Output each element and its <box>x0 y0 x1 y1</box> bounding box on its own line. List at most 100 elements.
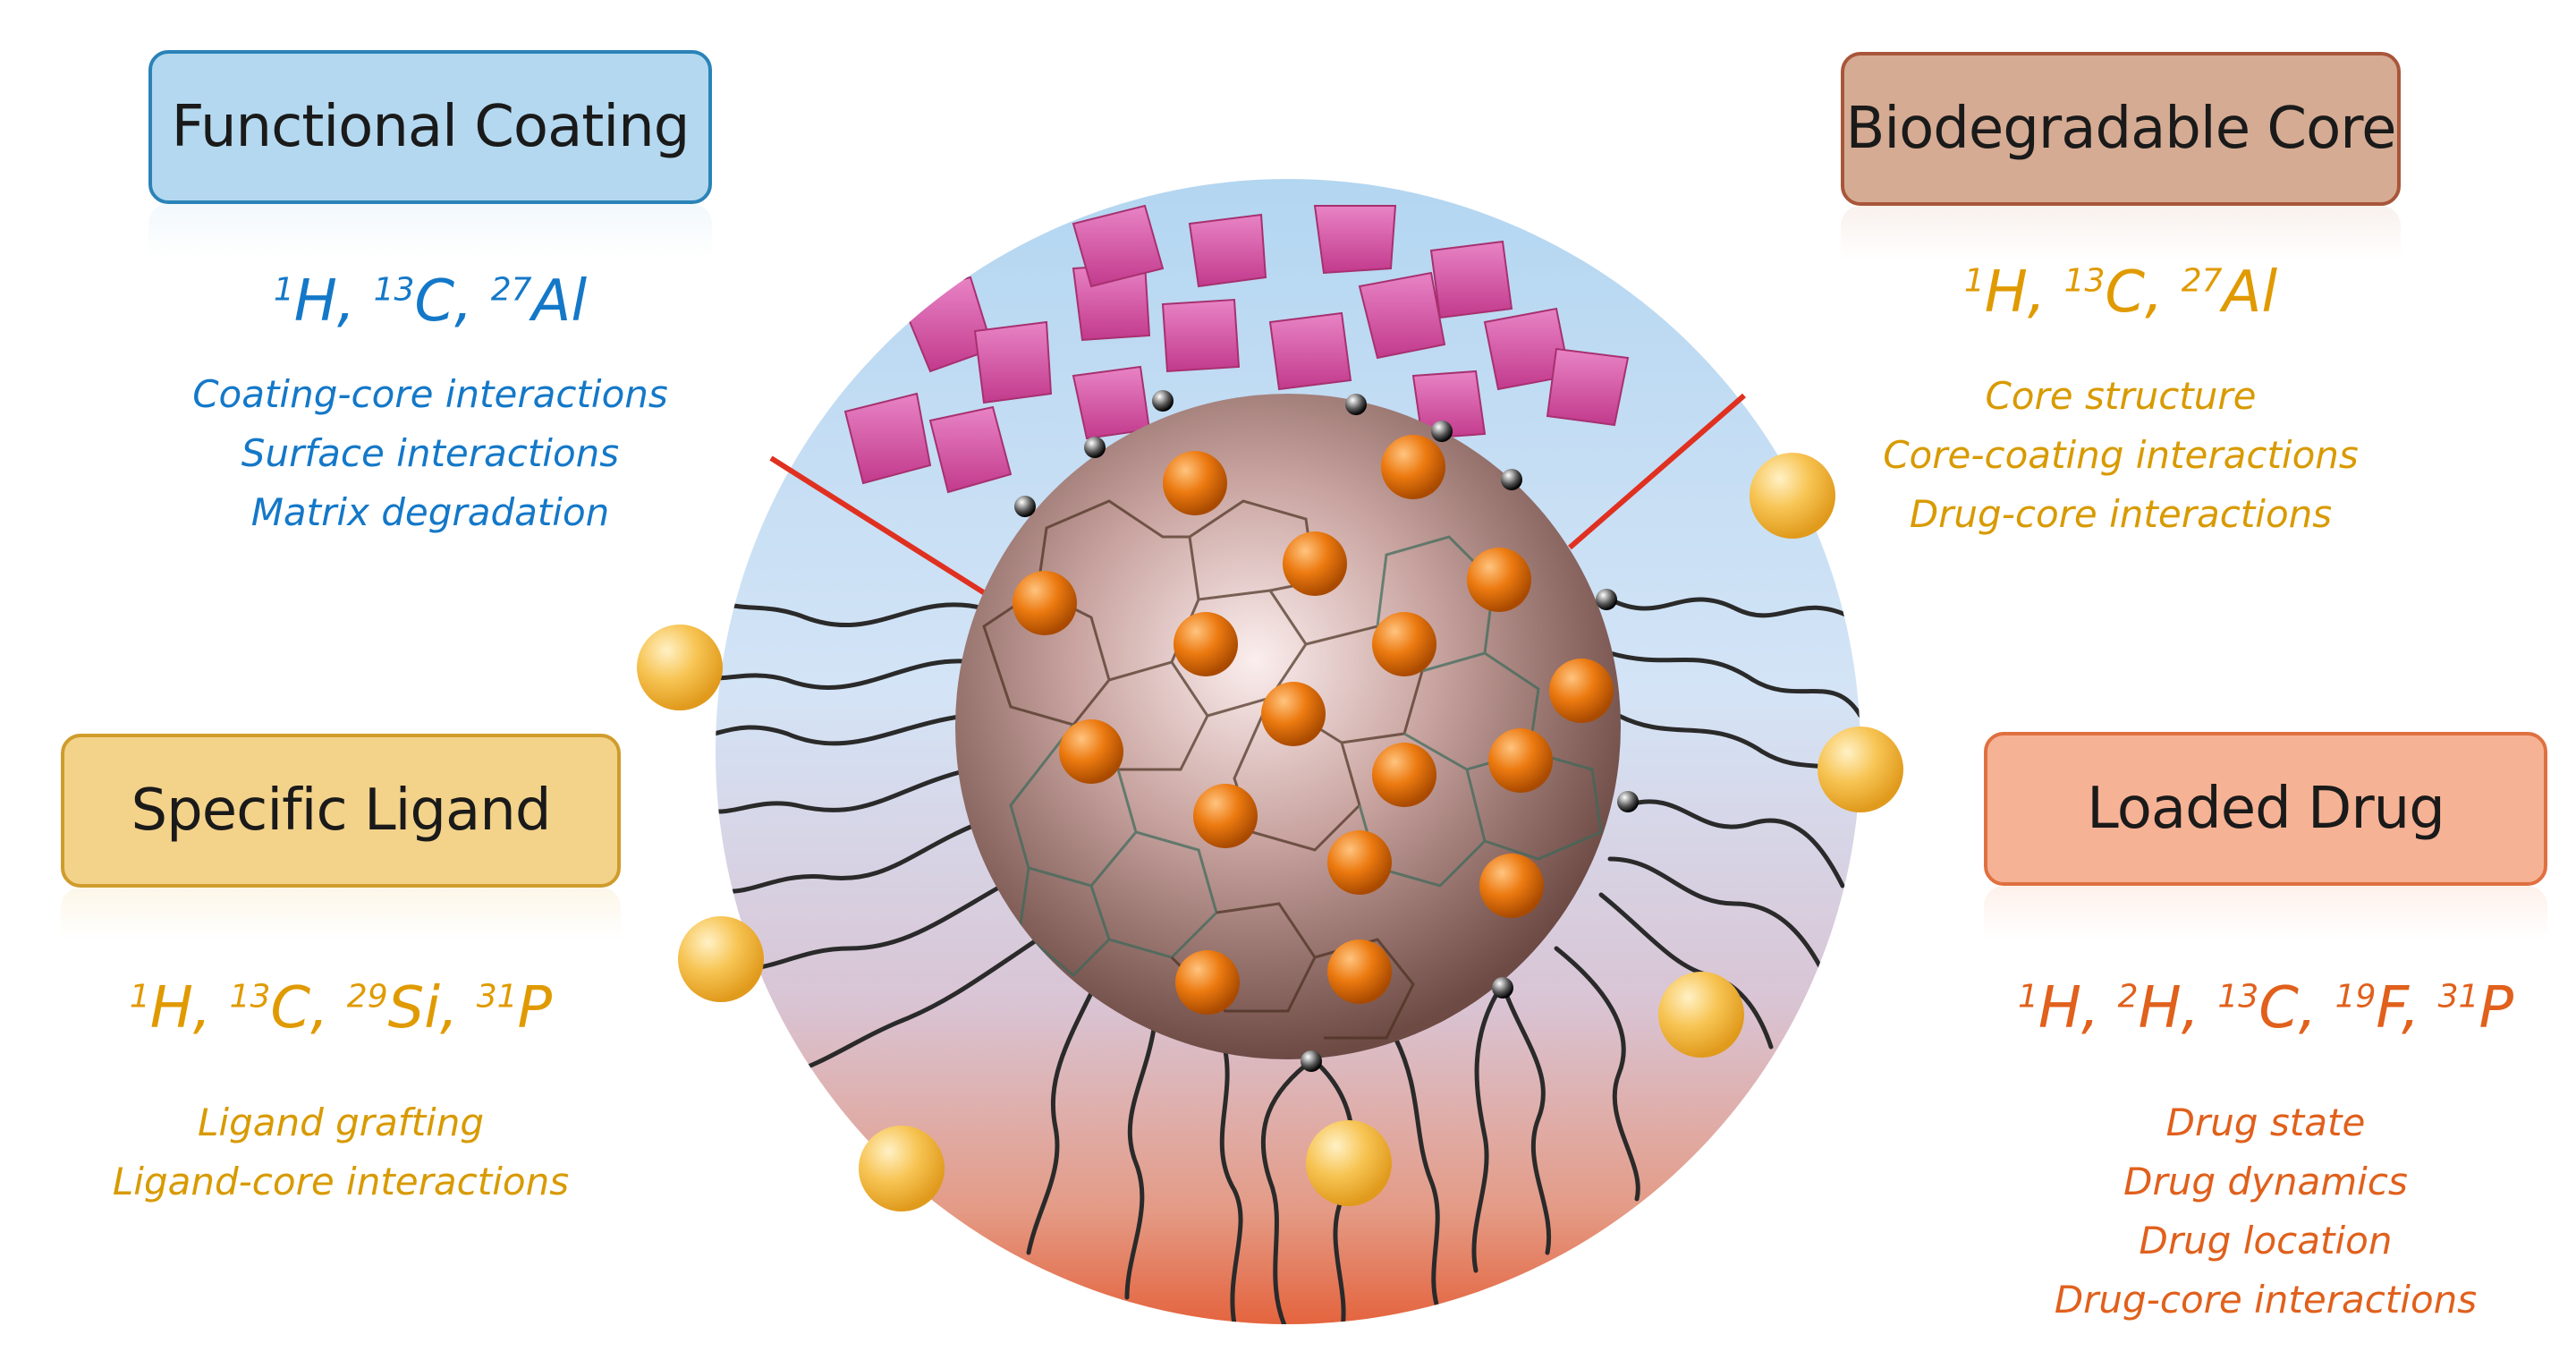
nucleus-element: H <box>2038 975 2081 1041</box>
biodegradable-core-item: Core-coating interactions <box>1883 433 2359 477</box>
drug-sphere <box>1381 435 1445 499</box>
loaded-drug-item: Drug dynamics <box>2123 1160 2408 1203</box>
nucleus: 1H <box>274 268 337 335</box>
nucleus-mass: 1 <box>129 978 150 1016</box>
functional-coating-item: Surface interactions <box>241 431 620 475</box>
anchor-dot <box>1084 437 1106 458</box>
ligand-sphere <box>859 1126 945 1211</box>
divider-line-left <box>769 455 1004 607</box>
anchor-dot <box>1152 390 1174 412</box>
functional-coating-title: Functional Coating <box>171 94 691 160</box>
nucleus-element: F <box>2376 975 2402 1041</box>
nucleus-mass: 31 <box>2437 978 2479 1016</box>
nucleus-element: Al <box>2222 259 2278 326</box>
biodegradable-core-item: Core structure <box>1985 374 2257 418</box>
nucleus: 13C <box>2217 975 2299 1041</box>
specific-ligand-reflection <box>61 888 621 941</box>
drug-sphere <box>1163 451 1227 515</box>
anchor-dot <box>1301 1050 1322 1072</box>
drug-sphere <box>1013 571 1077 635</box>
core-network <box>982 499 1603 1040</box>
nucleus-mass: 13 <box>229 978 271 1016</box>
drug-sphere <box>1479 854 1544 918</box>
nucleus: 1H <box>2018 975 2081 1041</box>
nucleus: 31P <box>2438 975 2513 1041</box>
biodegradable-core-title: Biodegradable Core <box>1845 96 2396 162</box>
polymer-chains <box>716 588 1860 1324</box>
loaded-drug-title: Loaded Drug <box>2087 776 2445 842</box>
specific-ligand-nuclei: 1H, 13C, 29Si, 31P <box>129 975 553 1041</box>
biodegradable-core-reflection <box>1841 206 2401 259</box>
biodegradable-core-nuclei: 1H, 13C, 27Al <box>1963 259 2278 326</box>
nucleus-mass: 13 <box>2063 262 2106 300</box>
functional-coating-item: Matrix degradation <box>250 490 610 534</box>
drug-sphere <box>1372 743 1436 807</box>
nucleus-mass: 1 <box>1963 262 1985 300</box>
nucleus: 2H <box>2118 975 2182 1041</box>
specific-ligand-items: Ligand grafting Ligand-core interactions <box>61 1093 621 1211</box>
specific-ligand-item: Ligand grafting <box>198 1101 484 1144</box>
nucleus-element: C <box>2105 259 2146 326</box>
drug-molecules <box>1013 435 1614 1015</box>
specific-ligand-item: Ligand-core interactions <box>112 1160 570 1203</box>
nucleus-element: H <box>1984 259 2028 326</box>
drug-sphere <box>1193 784 1258 848</box>
nucleus: 13C <box>2064 259 2146 326</box>
loaded-drug-nuclei: 1H, 2H, 13C, 19F, 31P <box>2017 975 2514 1041</box>
specific-ligand-label: Specific Ligand <box>61 734 621 888</box>
anchor-points <box>1014 390 1639 1072</box>
nucleus-element: Si <box>387 975 441 1041</box>
nucleus-element: C <box>414 268 455 335</box>
functional-coating-items: Coating-core interactions Surface intera… <box>148 365 712 542</box>
drug-sphere <box>1372 612 1436 676</box>
nucleus-element: C <box>270 975 311 1041</box>
anchor-dot <box>1617 791 1639 812</box>
drug-sphere <box>1549 659 1614 723</box>
drug-sphere <box>1467 548 1531 612</box>
nucleus: 13C <box>230 975 311 1041</box>
anchor-dot <box>1431 421 1453 442</box>
anchor-dot <box>1345 394 1367 415</box>
nucleus-mass: 27 <box>2181 262 2223 300</box>
nucleus-mass: 27 <box>490 271 532 309</box>
biodegradable-core-label: Biodegradable Core <box>1841 52 2401 206</box>
nucleus-element: P <box>517 975 553 1041</box>
specific-ligand-title: Specific Ligand <box>131 778 552 844</box>
nucleus-mass: 29 <box>346 978 388 1016</box>
nucleus-mass: 13 <box>2217 978 2259 1016</box>
nucleus-element: Al <box>531 268 588 335</box>
drug-sphere <box>1283 531 1347 596</box>
nucleus-mass: 13 <box>373 271 415 309</box>
ligand-sphere <box>1818 727 1903 812</box>
drug-sphere <box>1261 682 1326 746</box>
drug-sphere <box>1059 719 1123 784</box>
nucleus-mass: 1 <box>2017 978 2038 1016</box>
nucleus: 29Si <box>347 975 440 1041</box>
nucleus: 27Al <box>491 268 587 335</box>
drug-sphere <box>1488 728 1553 793</box>
ligand-sphere <box>1658 972 1744 1058</box>
nucleus: 13C <box>374 268 455 335</box>
ligand-sphere <box>637 625 723 710</box>
biodegradable-core-item: Drug-core interactions <box>1909 492 2333 536</box>
nucleus-mass: 19 <box>2334 978 2377 1016</box>
nucleus-mass: 31 <box>476 978 518 1016</box>
nucleus-mass: 1 <box>273 271 294 309</box>
ligand-sphere <box>678 916 764 1002</box>
anchor-dot <box>1596 589 1617 610</box>
nucleus: 27Al <box>2182 259 2277 326</box>
functional-coating-item: Coating-core interactions <box>192 372 668 416</box>
loaded-drug-item: Drug location <box>2139 1219 2393 1262</box>
drug-sphere <box>1175 950 1240 1015</box>
loaded-drug-item: Drug-core interactions <box>2054 1278 2478 1322</box>
drug-sphere <box>1327 830 1392 895</box>
nucleus-mass: 2 <box>2117 978 2139 1016</box>
loaded-drug-reflection <box>1984 886 2547 939</box>
nucleus-element: C <box>2258 975 2299 1041</box>
functional-coating-label: Functional Coating <box>148 50 712 204</box>
nucleus: 19F <box>2335 975 2402 1041</box>
nucleus: 1H <box>1964 259 2028 326</box>
functional-coating-nuclei: 1H, 13C, 27Al <box>273 268 588 335</box>
loaded-drug-item: Drug state <box>2165 1101 2366 1144</box>
